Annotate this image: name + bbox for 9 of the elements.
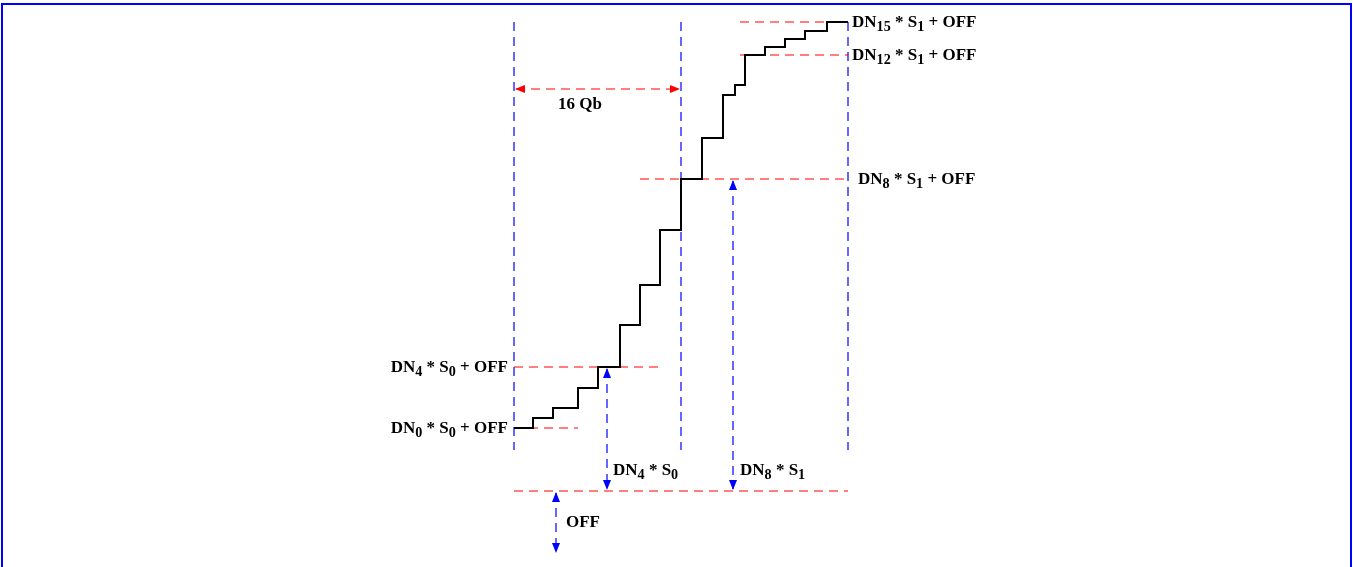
level-label: DN$_{12}$ * S$_{1}$ + OFF [852, 45, 977, 70]
dimension-label: OFF [566, 512, 600, 532]
dimension-label: DN$_{4}$ * S$_{0}$ [613, 460, 679, 485]
level-label: DN$_{8}$ * S$_{1}$ + OFF [858, 169, 976, 194]
dimension-label: DN$_{8}$ * S$_{1}$ [740, 460, 806, 485]
level-label: DN$_{0}$ * S$_{0}$ + OFF [390, 418, 508, 443]
level-label: DN$_{4}$ * S$_{0}$ + OFF [390, 357, 508, 382]
dimension-label: 16 Qb [558, 94, 602, 114]
level-label: DN$_{15}$ * S$_{1}$ + OFF [852, 12, 977, 37]
